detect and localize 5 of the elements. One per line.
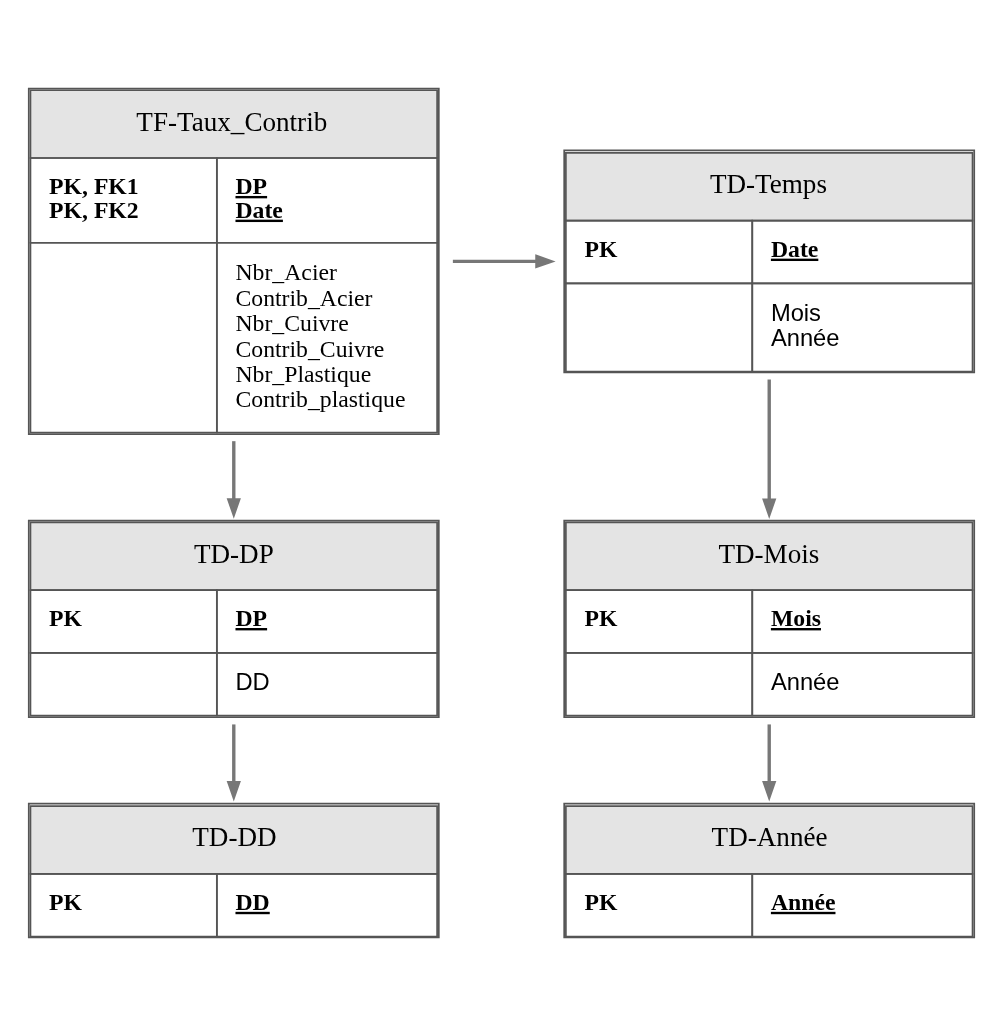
arrow — [226, 723, 241, 801]
arrow — [452, 253, 556, 269]
arrow — [226, 440, 241, 519]
arrow — [762, 379, 777, 519]
arrow — [762, 723, 777, 801]
